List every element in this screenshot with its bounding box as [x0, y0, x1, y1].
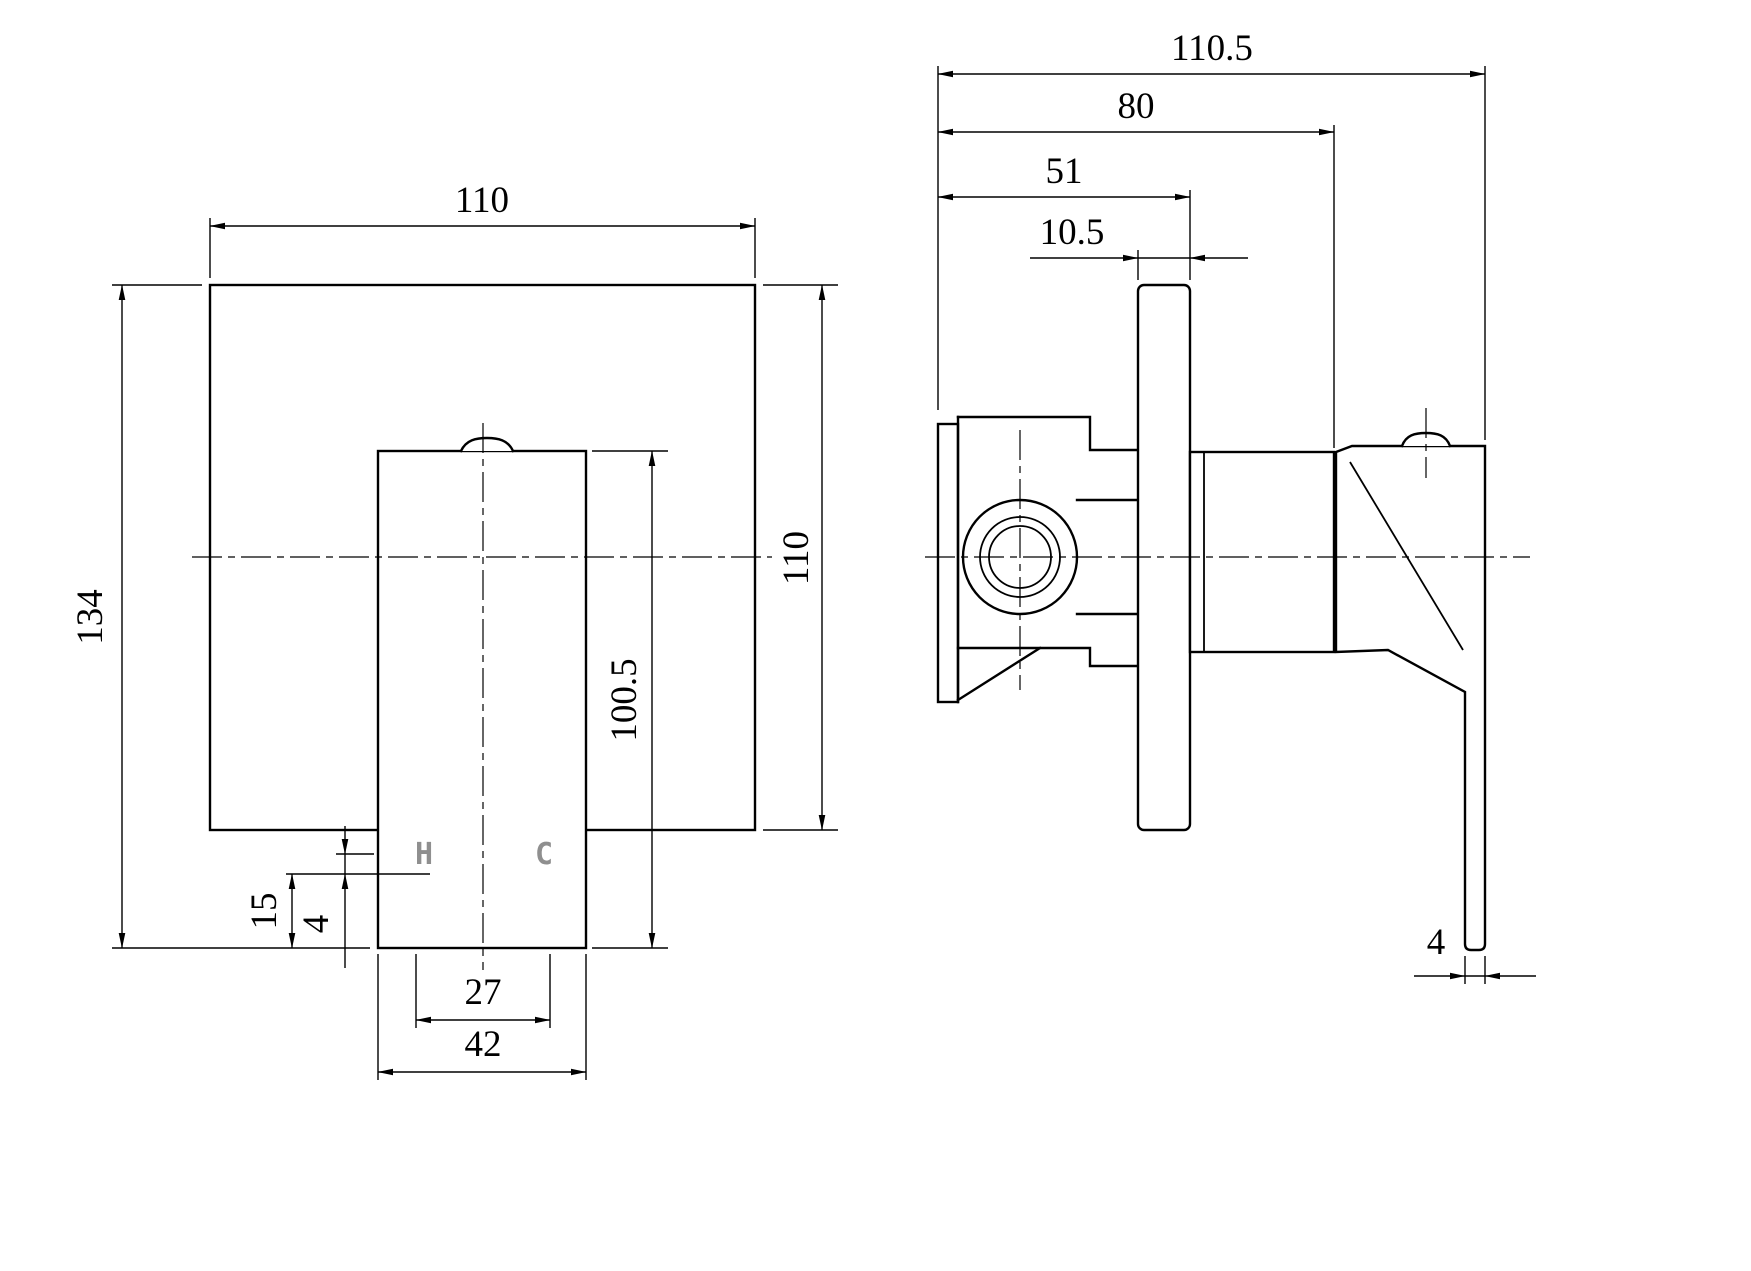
dim-text-overall-height: 134: [70, 589, 111, 645]
dim-side-plate-thickness: 10.5: [1030, 212, 1248, 280]
dim-front-port-spacing: 27: [415, 954, 551, 1028]
side-bracket-foot-line: [956, 646, 1042, 702]
dim-front-handle-width: 42: [377, 954, 587, 1080]
dim-text-handle-width: 42: [465, 1024, 502, 1065]
dim-front-plate-height: 110: [763, 284, 838, 831]
dim-side-lever-thickness: 4: [1414, 922, 1536, 984]
side-lever-taper-edge: [1349, 461, 1464, 651]
dim-text-port-spacing: 27: [465, 972, 502, 1013]
dim-front-overall-height: 134: [70, 284, 370, 949]
dim-side-behind-wall-depth: 51: [937, 151, 1191, 280]
dim-text-overall-depth: 110.5: [1171, 28, 1253, 69]
dim-text-behind-wall-depth: 51: [1046, 151, 1083, 192]
side-body-bottom-outline: [956, 646, 1140, 668]
dim-side-overall-depth: 110.5: [937, 28, 1486, 440]
dim-side-body-depth: 80: [937, 86, 1335, 448]
side-body-top-outline: [956, 415, 1140, 452]
dim-text-plate-thickness: 10.5: [1040, 212, 1105, 253]
dim-text-body-depth: 80: [1118, 86, 1155, 127]
front-handle-pin: [459, 436, 515, 453]
side-cartridge-outline: [1188, 450, 1336, 654]
cold-port-label: C: [535, 837, 553, 872]
hot-port-label: H: [415, 837, 433, 872]
side-lever-outline: [1334, 444, 1487, 952]
side-view: 110.5 80 51 10.5 4: [925, 28, 1536, 984]
dim-text-lever-thickness: 4: [1427, 922, 1446, 963]
dim-front-pin-offset: 4: [296, 826, 349, 968]
dim-text-plate-height: 110: [776, 531, 817, 585]
dim-text-hc-offset: 15: [244, 893, 285, 930]
dim-front-handle-height: 100.5: [592, 450, 668, 949]
dim-text-plate-width: 110: [455, 180, 509, 221]
dim-text-handle-height: 100.5: [604, 658, 645, 741]
dim-front-plate-width: 110: [209, 180, 756, 278]
front-view: H C 110 134 110 100.5: [70, 180, 838, 1080]
dim-front-hc-offset: 15: [244, 873, 296, 949]
dim-text-pin-offset: 4: [296, 915, 337, 934]
